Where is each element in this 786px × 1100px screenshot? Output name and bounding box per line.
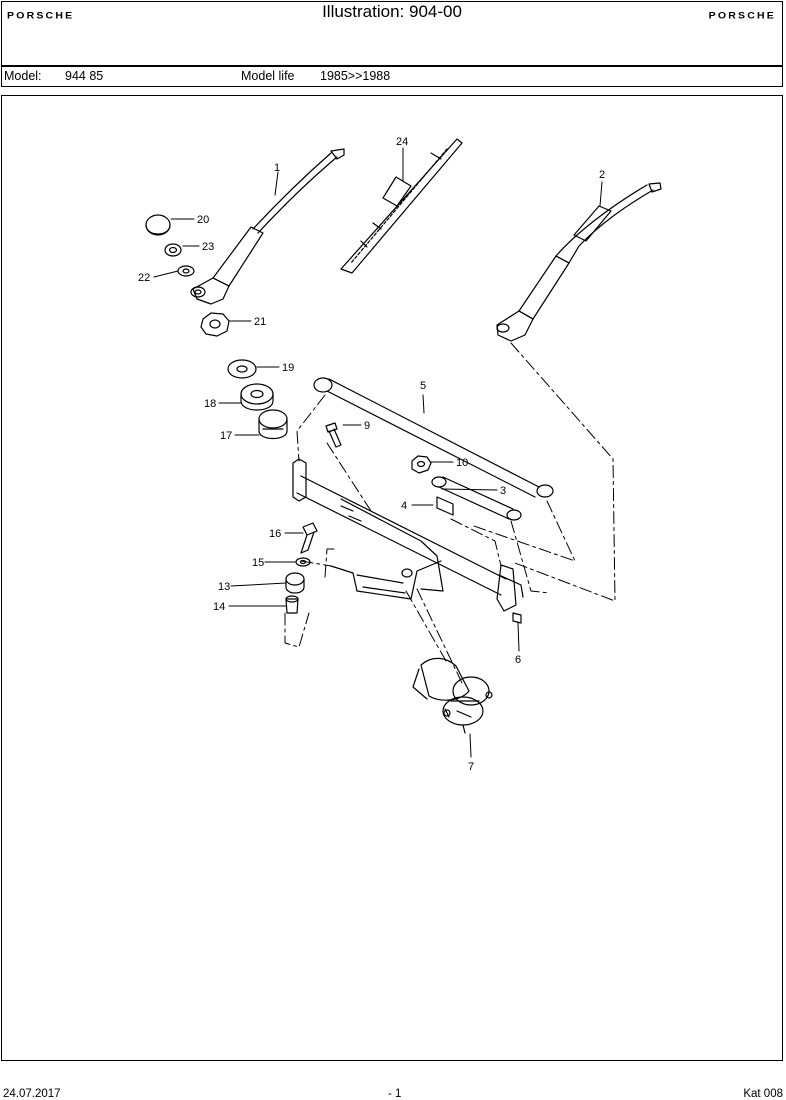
callout-10: 10 bbox=[456, 457, 468, 469]
callout-21: 21 bbox=[254, 316, 266, 328]
model-label: Model: bbox=[4, 69, 42, 83]
model-value: 944 85 bbox=[65, 69, 104, 83]
washer-22 bbox=[177, 265, 195, 277]
page-number: - 1 bbox=[388, 1088, 402, 1100]
nut-21 bbox=[200, 312, 230, 337]
wiper-arm-left bbox=[190, 148, 345, 305]
bolt-9 bbox=[325, 422, 342, 448]
assembly-relation-lines bbox=[284, 342, 616, 686]
porsche-logo-left: PORSCHE bbox=[7, 10, 75, 22]
seal-18 bbox=[240, 383, 274, 411]
print-date: 24.07.2017 bbox=[3, 1088, 61, 1100]
callout-14: 14 bbox=[213, 601, 225, 613]
callout-23: 23 bbox=[202, 241, 214, 253]
bushing-13 bbox=[285, 572, 305, 594]
linkage-rod bbox=[313, 377, 554, 498]
callout-1: 1 bbox=[274, 162, 280, 174]
callout-22: 22 bbox=[138, 272, 150, 284]
callout-24: 24 bbox=[396, 136, 408, 148]
callout-numbers: 1 2 3 4 5 6 7 9 10 13 14 15 16 17 18 19 … bbox=[138, 136, 605, 773]
callout-7: 7 bbox=[468, 761, 474, 773]
callout-4: 4 bbox=[401, 500, 407, 512]
callout-17: 17 bbox=[220, 430, 232, 442]
wiper-frame bbox=[292, 458, 524, 624]
callout-2: 2 bbox=[599, 169, 605, 181]
callout-18: 18 bbox=[204, 398, 216, 410]
callout-3: 3 bbox=[500, 485, 506, 497]
callout-5: 5 bbox=[420, 380, 426, 392]
bolt-16 bbox=[300, 522, 318, 554]
callout-20: 20 bbox=[197, 214, 209, 226]
grommet-17 bbox=[258, 409, 288, 440]
callout-6: 6 bbox=[515, 654, 521, 666]
wiper-arm-right bbox=[496, 182, 662, 342]
nut-10 bbox=[411, 455, 432, 474]
callout-leaders bbox=[153, 147, 603, 758]
header-box: PORSCHE Illustration: 904-00 PORSCHE bbox=[1, 1, 783, 66]
nut-23 bbox=[164, 243, 182, 257]
model-life-value: 1985>>1988 bbox=[320, 69, 391, 83]
bracket-4 bbox=[436, 496, 454, 516]
model-bar: Model: 944 85 Model life 1985>>1988 bbox=[1, 66, 783, 87]
drawing-frame: 1 2 3 4 5 6 7 9 10 13 14 15 16 17 18 19 … bbox=[1, 95, 783, 1061]
wiper-blade bbox=[340, 138, 463, 274]
illustration-title: Illustration: 904-00 bbox=[322, 2, 462, 21]
callout-16: 16 bbox=[269, 528, 281, 540]
callout-9: 9 bbox=[364, 420, 370, 432]
catalog-number: Kat 008 bbox=[743, 1088, 783, 1100]
model-life-label: Model life bbox=[241, 69, 295, 83]
spacer-14 bbox=[285, 595, 299, 614]
callout-15: 15 bbox=[252, 557, 264, 569]
porsche-logo-right: PORSCHE bbox=[708, 10, 776, 22]
callout-13: 13 bbox=[218, 581, 230, 593]
callout-19: 19 bbox=[282, 362, 294, 374]
washer-19 bbox=[227, 359, 257, 379]
exploded-parts-drawing: 1 2 3 4 5 6 7 9 10 13 14 15 16 17 18 19 … bbox=[138, 136, 662, 773]
connecting-link-3 bbox=[431, 476, 522, 521]
cap-20 bbox=[145, 214, 171, 236]
wiper-motor bbox=[412, 657, 493, 734]
